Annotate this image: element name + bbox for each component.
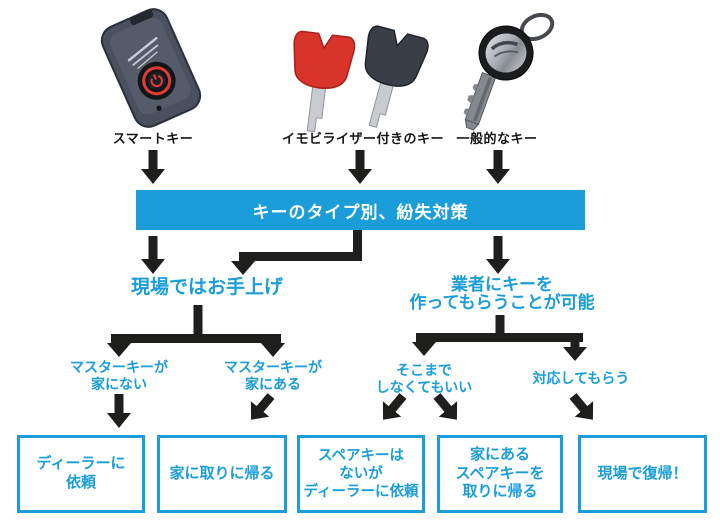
arrow-smart-to-banner [141,150,165,184]
branch-left-label: 現場ではお手上げ [130,277,284,298]
outcome-box-recover-onsite: 現場で復帰！ [578,435,707,513]
immobilizer-key-black [364,25,429,128]
arrow-master-home-to-gohome [250,393,275,420]
branch-right-label: 業者にキーを 作ってもらうことが可能 [409,275,595,312]
key-type-label-smart: スマートキー [112,131,194,146]
standard-key-image [463,12,555,131]
outcome-box-request-dealer: ディーラーに 依頼 [17,435,145,513]
immobilizer-key-red [293,30,356,133]
arrow-handled-to-recover [569,393,594,420]
banner-title: キーのタイプ別、紛失対策 [136,190,585,230]
arrow-banner-to-left [141,236,165,274]
outcome-box-go-home: 家に取りに帰る [157,435,287,513]
condition-master-key-not-home: マスターキーが 家にない [70,359,168,392]
honda-wing-logo [127,37,159,69]
arrow-banner-bent-to-left [231,230,362,275]
condition-master-key-at-home: マスターキーが 家にある [224,359,322,392]
arrow-standard-to-banner [486,150,510,184]
smart-key-notch [129,9,154,26]
condition-handled-by-vendor: 対応してもらう [532,370,630,386]
standard-key-shaft [463,71,497,131]
flow-connectors [107,150,594,428]
immobilizer-keys-image [293,25,429,133]
standard-key-head [478,25,534,81]
led-dot [156,105,162,111]
condition-not-worth-it: そこまで しなくてもいい [375,362,473,395]
outcome-box-no-spare-dealer: スペアキーは ないが ディーラーに依頼 [297,435,425,513]
arrow-no-master-to-dealer [107,394,131,428]
arrow-notworth-to-dealer [382,393,407,420]
arrow-banner-to-right [486,236,510,274]
smart-key-image [100,8,202,128]
key-type-label-standard: 一般的なキー [456,131,538,146]
power-button [137,61,176,100]
splitter-right [412,315,587,361]
arrow-immobilizer-to-banner [348,150,372,184]
banner-title-text: キーのタイプ別、紛失対策 [252,202,469,222]
arrow-notworth-to-spare [433,393,458,420]
splitter-left [107,305,285,357]
outcome-box-get-spare-key: 家にある スペアキーを 取りに帰る [437,435,563,513]
key-type-label-immobilizer: イモビライザー付きのキー [281,131,445,146]
